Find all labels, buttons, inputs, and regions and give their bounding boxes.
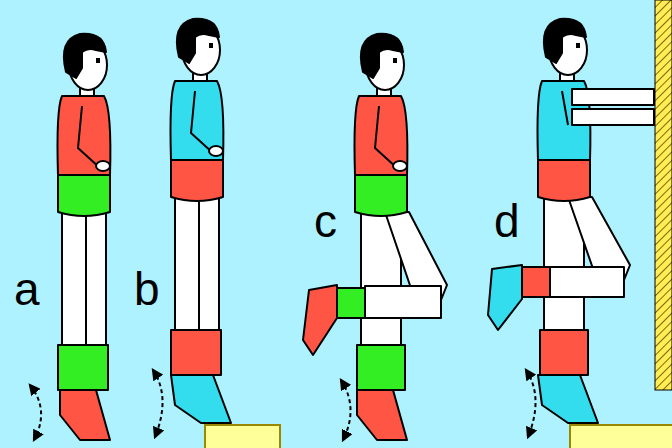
figure-b-part — [209, 43, 213, 48]
figure-b-part — [153, 370, 163, 437]
figure-b-part — [177, 19, 219, 63]
figure-a-part — [64, 34, 106, 78]
figure-a-part — [58, 345, 108, 390]
figure-c-part — [393, 58, 397, 63]
figure-b-part — [209, 146, 223, 156]
figure-c-part — [357, 345, 405, 390]
figure-b-part — [171, 330, 221, 375]
figure-d-part — [572, 109, 654, 125]
figure-b-part — [191, 91, 213, 153]
figure-b-part — [171, 81, 224, 160]
figure-a-part — [78, 106, 100, 168]
figure-c-part — [365, 286, 441, 318]
figure-c-part — [355, 175, 407, 216]
figure-a-part — [96, 58, 100, 63]
figure-a-part — [86, 212, 106, 346]
figure-a-part — [62, 212, 86, 346]
figure-d-part — [572, 89, 654, 105]
figure-a-part — [60, 390, 110, 440]
figure-b — [153, 19, 231, 437]
figure-d-part — [540, 330, 588, 375]
wall — [655, 0, 672, 390]
figure-d-part — [576, 43, 580, 48]
figure-letter: d — [494, 198, 520, 244]
figure-c-part — [357, 390, 407, 440]
figure-b-part — [175, 197, 199, 331]
figure-letter-text: b — [134, 263, 160, 315]
figure-b-part — [171, 160, 223, 201]
figure-c — [303, 34, 447, 440]
figure-a — [30, 34, 110, 440]
figure-a-part — [58, 175, 110, 216]
figure-d-part — [550, 267, 624, 297]
figure-letter: a — [14, 266, 40, 312]
step-box — [205, 425, 280, 448]
figure-d-part — [562, 91, 568, 125]
figure-d-part — [526, 370, 536, 437]
figure-letter: c — [314, 198, 337, 244]
figure-letter-text: c — [314, 195, 337, 247]
figure-d-part — [488, 265, 522, 330]
figure-c-part — [361, 34, 403, 78]
figure-b-part — [171, 375, 231, 423]
figure-c-part — [335, 288, 365, 318]
figure-d-part — [544, 19, 586, 63]
figure-a-part — [30, 385, 41, 440]
figure-c-part — [303, 285, 337, 355]
figure-c-part — [355, 96, 408, 175]
figure-letter: b — [134, 266, 160, 312]
figure-a-part — [58, 96, 111, 175]
figure-c-part — [393, 161, 407, 171]
figure-d-part — [538, 375, 598, 423]
figure-letter-text: d — [494, 195, 520, 247]
figure-letter-text: a — [14, 263, 40, 315]
figure-c-part — [341, 380, 351, 440]
figure-b-part — [199, 197, 219, 331]
figure-d-part — [538, 160, 590, 201]
figure-d-part — [520, 267, 550, 297]
figure-c-part — [375, 106, 397, 168]
figure-a-part — [96, 161, 110, 171]
step-box — [570, 425, 672, 448]
figure-d — [488, 19, 654, 437]
